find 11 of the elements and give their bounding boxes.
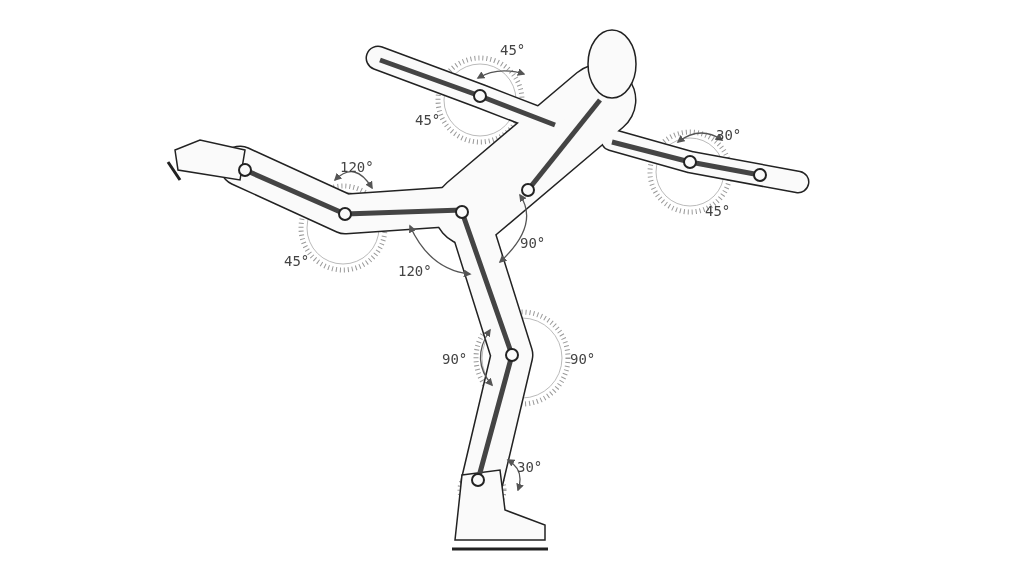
angle-label: 45° [500,42,526,58]
angle-label: 30° [517,459,543,475]
angle-label: 45° [284,253,310,269]
angle-label: 90° [570,351,596,367]
angle-label: 30° [716,127,742,143]
angle-label: 120° [398,263,432,279]
angle-label: 45° [415,112,441,128]
angle-label: 90° [520,235,546,251]
angle-label: 120° [340,159,374,175]
angle-label: 45° [705,203,731,219]
angle-label: 90° [442,351,468,367]
